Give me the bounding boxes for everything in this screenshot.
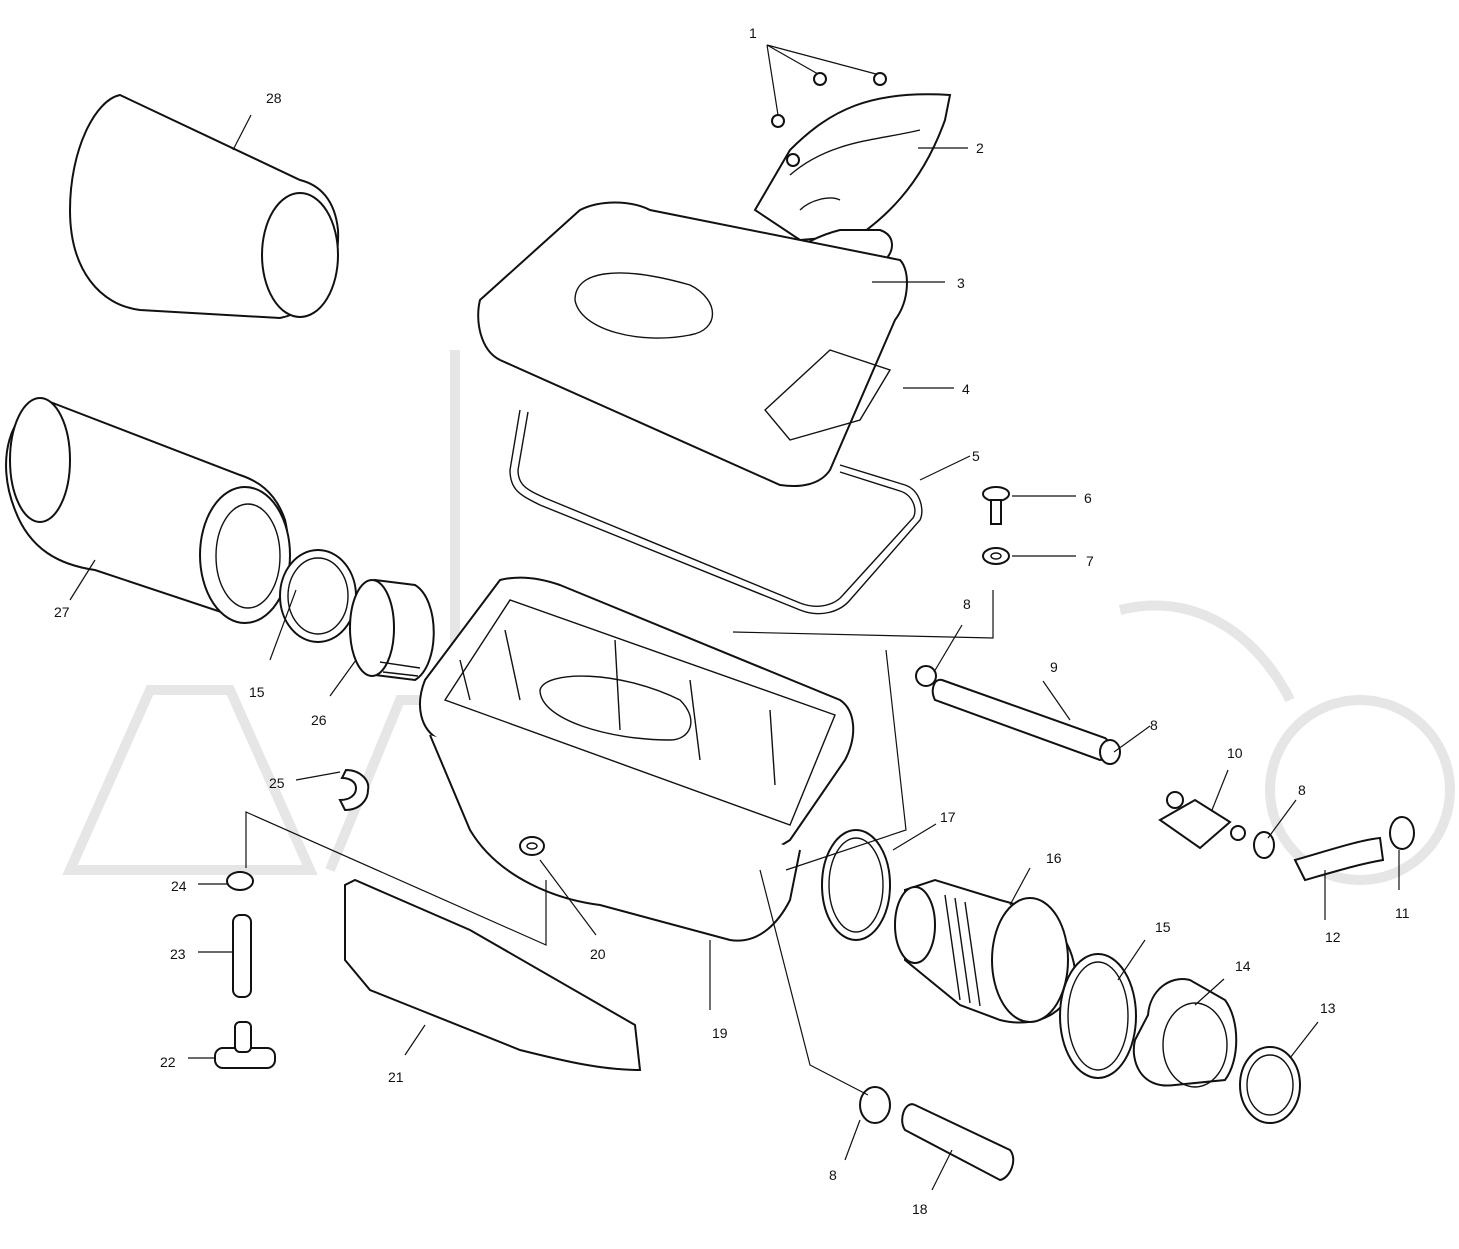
part-14-boot xyxy=(1132,978,1238,1088)
part-10-check-valve xyxy=(1158,791,1246,850)
part-15-clamp-left xyxy=(279,549,357,643)
part-7-washer xyxy=(982,547,1010,565)
callout-8-mid: 8 xyxy=(1150,717,1158,733)
part-22-tee-fitting xyxy=(214,1021,276,1069)
callout-22: 22 xyxy=(160,1054,176,1070)
part-17-o-ring xyxy=(821,829,891,941)
part-8-clamps xyxy=(859,665,1275,1124)
part-18-hose xyxy=(901,1103,1015,1182)
callout-23: 23 xyxy=(170,946,186,962)
part-19-airbox xyxy=(419,576,855,942)
callout-24: 24 xyxy=(171,878,187,894)
callout-17: 17 xyxy=(940,809,956,825)
callout-8-right: 8 xyxy=(1298,782,1306,798)
callout-9: 9 xyxy=(1050,659,1058,675)
part-6-bolt xyxy=(982,486,1010,525)
part-23-tube xyxy=(232,914,252,998)
callout-5: 5 xyxy=(972,448,980,464)
part-24-clamp xyxy=(226,871,254,891)
callout-2: 2 xyxy=(976,140,984,156)
callout-11: 11 xyxy=(1395,905,1410,921)
callout-27: 27 xyxy=(54,604,70,620)
callout-8-upper: 8 xyxy=(963,596,971,612)
callout-1: 1 xyxy=(749,25,757,41)
callout-14: 14 xyxy=(1235,958,1251,974)
callout-3: 3 xyxy=(957,275,965,291)
callout-6: 6 xyxy=(1084,490,1092,506)
callout-15-left: 15 xyxy=(249,684,265,700)
part-20-grommet xyxy=(519,836,545,856)
callout-10: 10 xyxy=(1227,745,1243,761)
part-2-intake-duct xyxy=(753,93,952,242)
callout-15-right: 15 xyxy=(1155,919,1171,935)
part-28-filter-sleeve xyxy=(68,93,340,320)
callout-26: 26 xyxy=(311,712,327,728)
callout-8-lower: 8 xyxy=(829,1167,837,1183)
callout-4: 4 xyxy=(962,381,970,397)
part-1-screws xyxy=(771,72,887,167)
part-12-drain-hose xyxy=(1293,836,1385,882)
part-9-drain-tube xyxy=(931,678,1111,762)
callout-18: 18 xyxy=(912,1201,928,1217)
part-5-lid-seal xyxy=(509,409,923,615)
part-13-hose-clamp xyxy=(1239,1046,1301,1124)
part-15-clamp-right xyxy=(1059,953,1137,1079)
part-16-outlet-boot xyxy=(894,878,1077,1024)
callout-16: 16 xyxy=(1046,850,1062,866)
part-11-cap xyxy=(1389,816,1415,850)
callout-21: 21 xyxy=(388,1069,404,1085)
part-21-panel xyxy=(344,878,642,1072)
part-4-airbox-lid xyxy=(477,201,908,488)
callout-12: 12 xyxy=(1325,929,1341,945)
leader-lines xyxy=(69,44,1400,1191)
callout-19: 19 xyxy=(712,1025,728,1041)
callout-labels: 1 2 3 4 5 6 7 8 8 8 8 9 10 11 12 13 14 1… xyxy=(54,25,1410,1217)
part-27-air-filter xyxy=(5,397,291,624)
watermark-logo xyxy=(62,350,1455,885)
callout-25: 25 xyxy=(269,775,285,791)
part-26-adapter-nut xyxy=(349,578,435,682)
callout-28: 28 xyxy=(266,90,282,106)
callout-7: 7 xyxy=(1086,553,1094,569)
callout-13: 13 xyxy=(1320,1000,1336,1016)
part-25-clip xyxy=(338,768,370,812)
callout-20: 20 xyxy=(590,946,606,962)
